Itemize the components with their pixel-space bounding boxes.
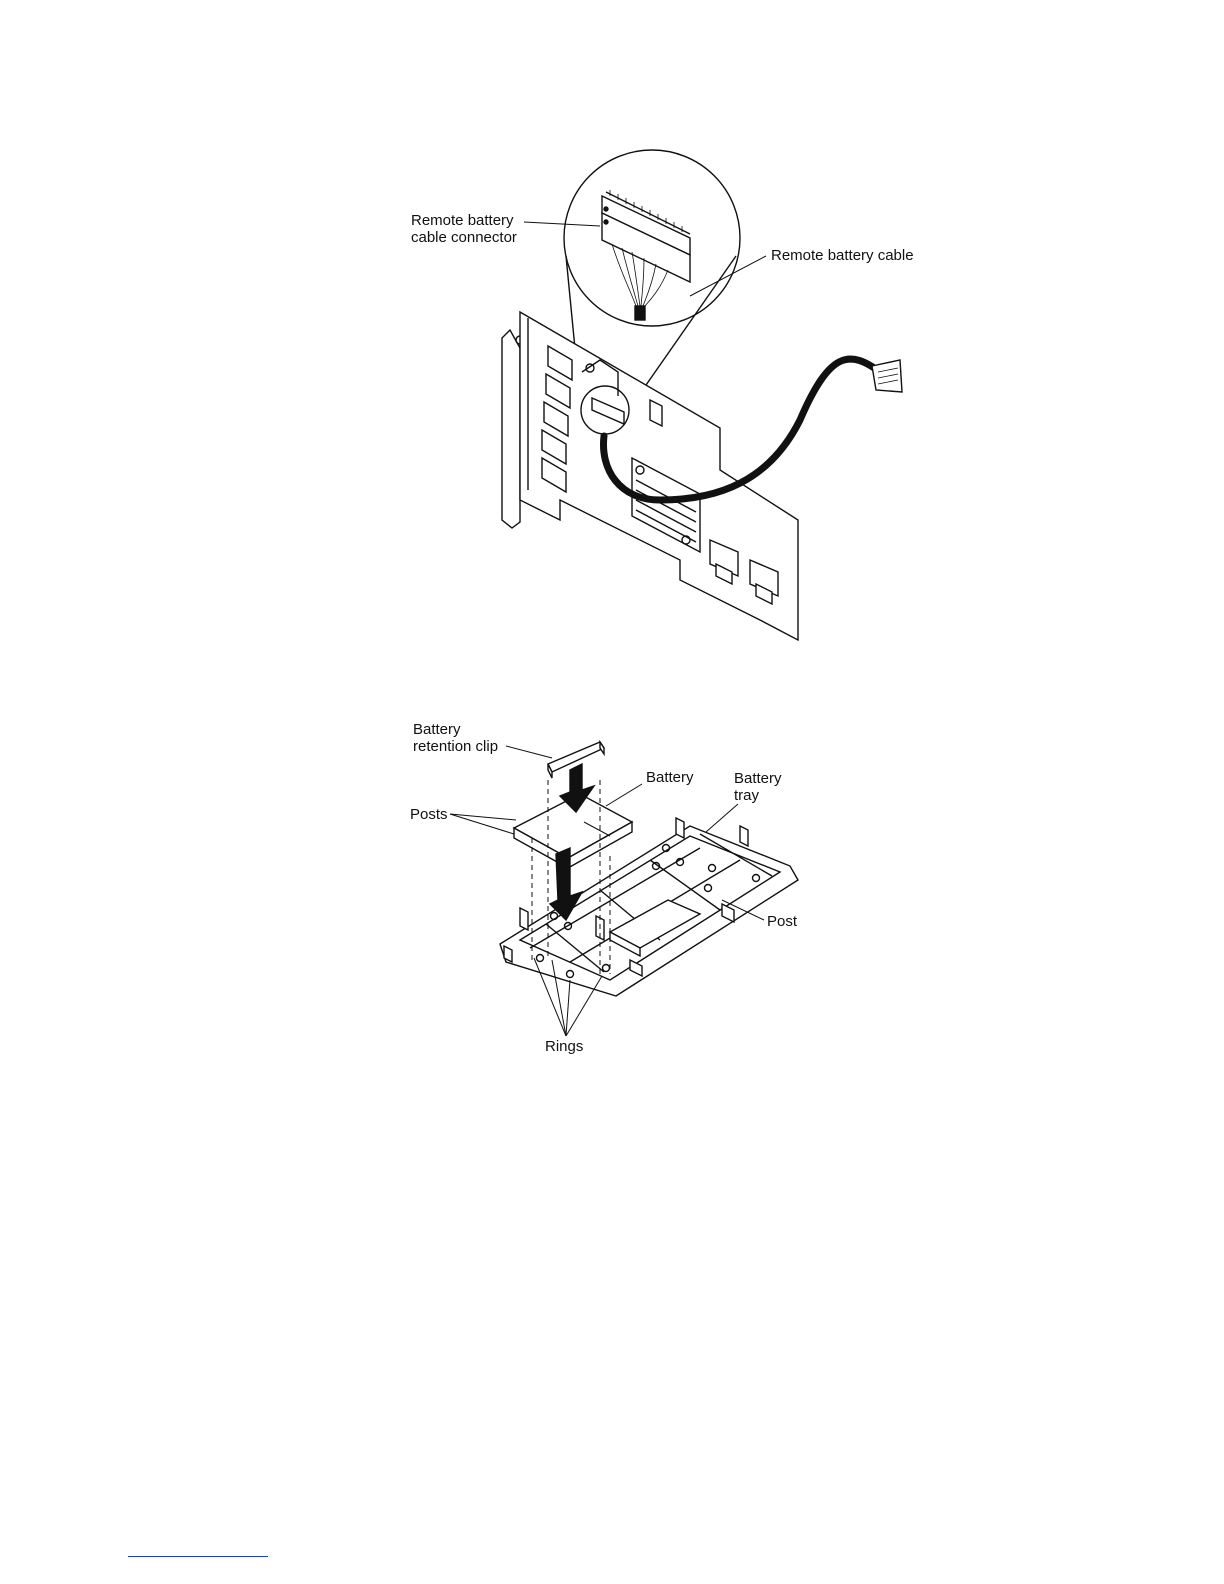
callout-rings: Rings — [545, 1038, 583, 1055]
footnote-rule — [128, 1556, 268, 1557]
callout-post: Post — [767, 913, 797, 930]
battery-tray-illustration — [0, 0, 1224, 1100]
callout-posts: Posts — [410, 806, 448, 823]
callout-battery: Battery — [646, 769, 694, 786]
callout-battery-tray: Battery tray — [734, 770, 782, 804]
callout-battery-retention-clip: Battery retention clip — [413, 721, 498, 755]
